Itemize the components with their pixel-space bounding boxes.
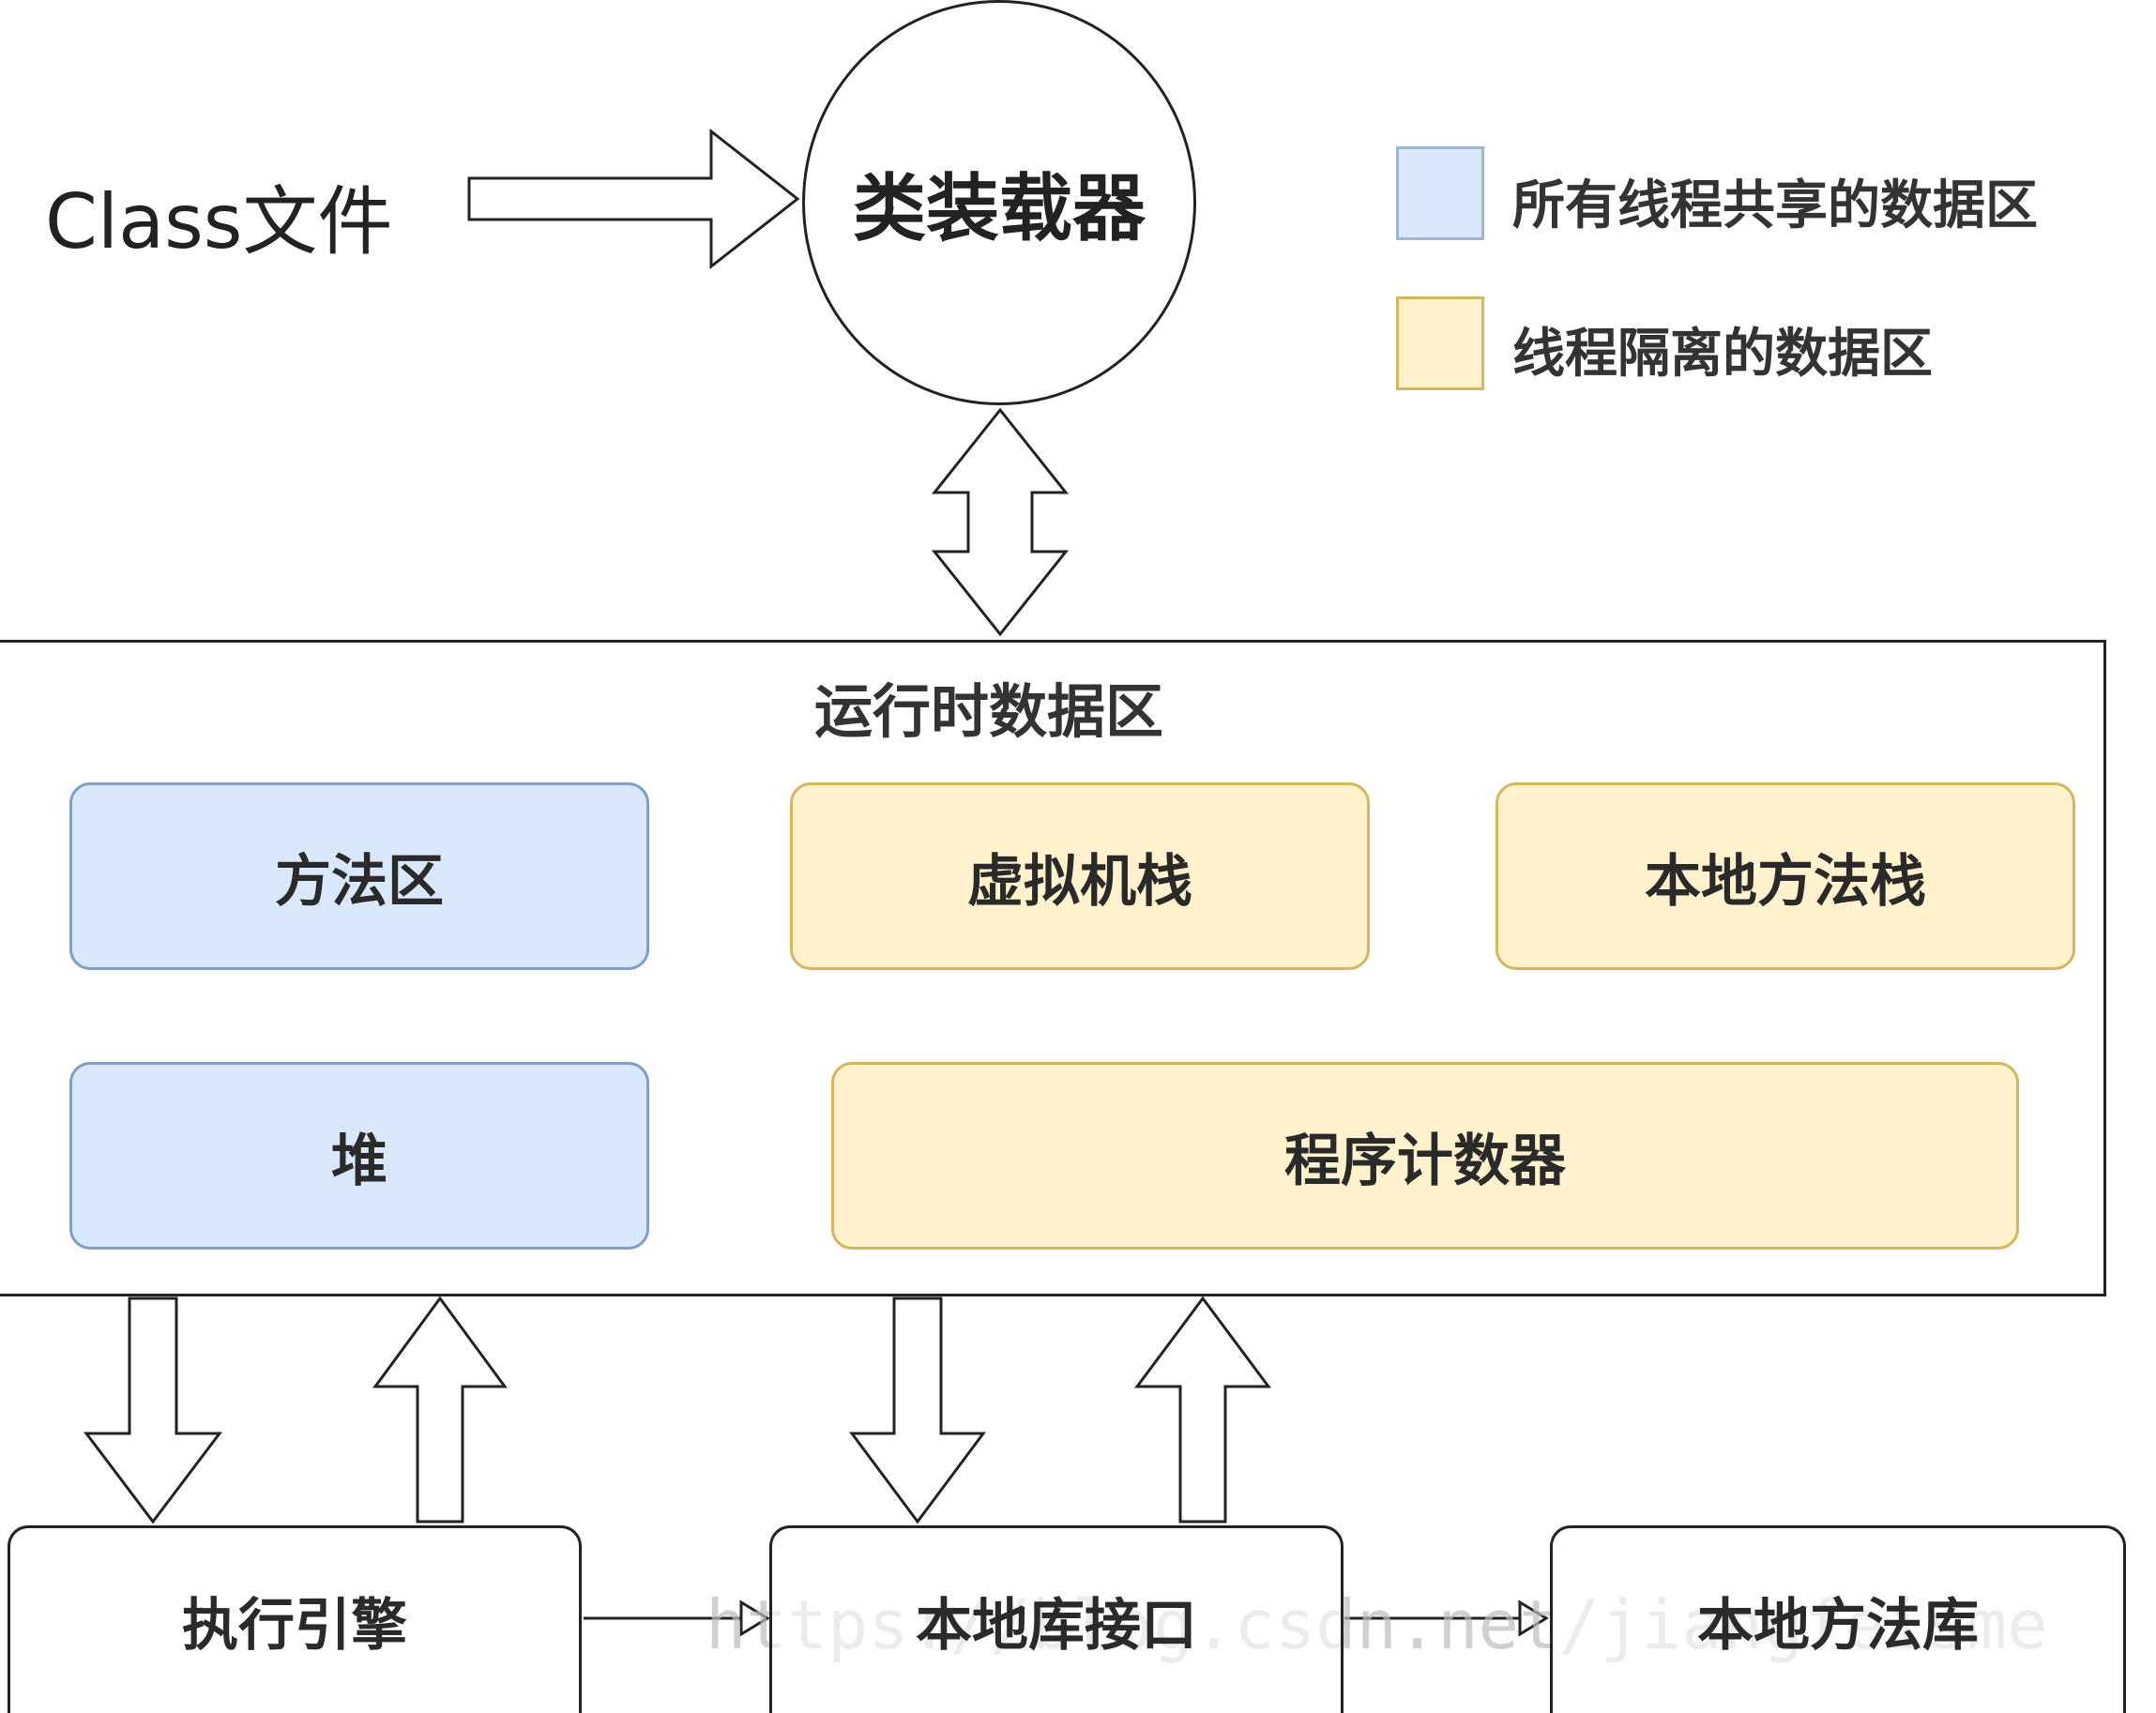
class-file-label: Class文件	[45, 178, 393, 265]
legend-shared-swatch	[1396, 146, 1484, 240]
native-library-interface-label: 本地库接口	[916, 1593, 1197, 1659]
native-method-stack-label: 本地方法栈	[1645, 848, 1926, 915]
native-method-library-label: 本地方法库	[1697, 1593, 1979, 1659]
arrow-native-interface-to-runtime	[1134, 1296, 1271, 1524]
arrow-runtime-to-native-interface	[849, 1296, 986, 1524]
legend-isolated-label: 线程隔离的数据区	[1512, 324, 1933, 385]
native-library-interface: 本地库接口	[769, 1525, 1344, 1713]
legend-isolated-swatch	[1396, 296, 1484, 390]
vm-stack-label: 虚拟机栈	[967, 848, 1192, 915]
program-counter-label: 程序计数器	[1284, 1128, 1566, 1194]
method-area-label: 方法区	[275, 848, 444, 915]
legend-shared-label: 所有线程共享的数据区	[1512, 175, 2038, 236]
arrow-class-to-loader	[467, 128, 800, 270]
arrowhead-engine	[739, 1599, 770, 1637]
execution-engine: 执行引擎	[8, 1525, 582, 1713]
vm-stack: 虚拟机栈	[790, 782, 1370, 970]
native-method-stack: 本地方法栈	[1496, 782, 2075, 970]
arrowhead-native-interface	[1518, 1599, 1549, 1637]
runtime-data-area	[0, 640, 2106, 1296]
heap: 堆	[69, 1062, 649, 1250]
arrow-loader-runtime	[931, 407, 1070, 637]
execution-engine-label: 执行引擎	[182, 1593, 407, 1659]
class-loader-node: 类装载器	[802, 0, 1196, 405]
heap-label: 堆	[331, 1128, 387, 1194]
program-counter: 程序计数器	[831, 1062, 2019, 1250]
arrow-runtime-to-engine	[83, 1296, 223, 1524]
native-method-library: 本地方法库	[1550, 1525, 2126, 1713]
class-loader-label: 类装载器	[852, 167, 1146, 251]
runtime-data-area-title: 运行时数据区	[814, 677, 1164, 746]
arrow-engine-to-runtime	[372, 1296, 508, 1524]
method-area: 方法区	[69, 782, 649, 970]
